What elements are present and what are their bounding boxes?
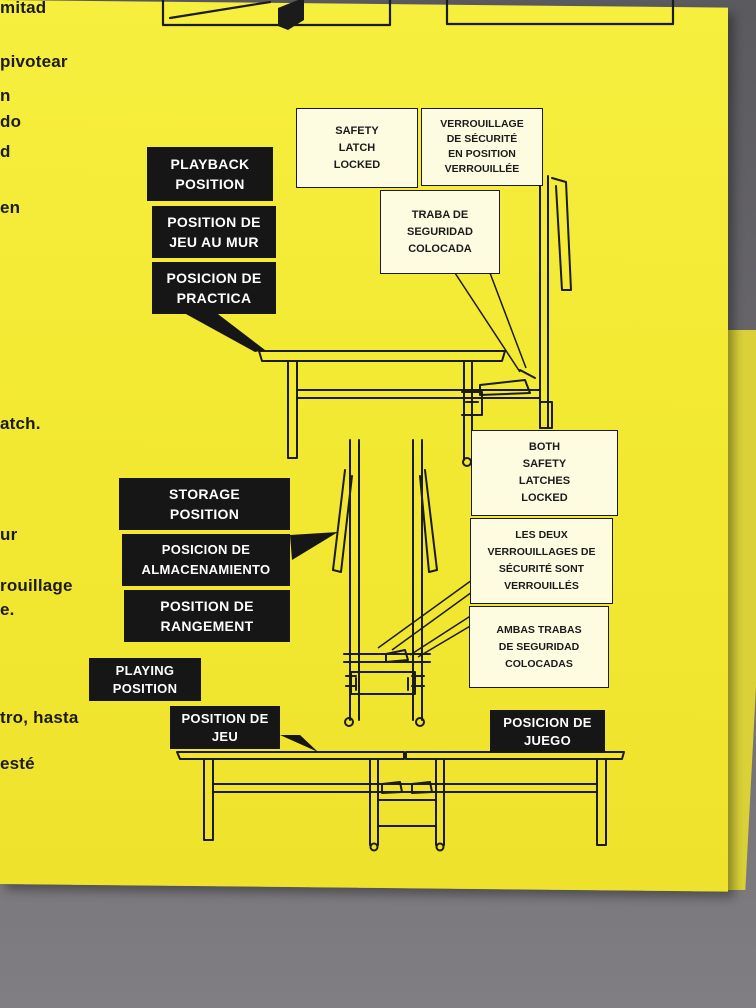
label-posicion-de-almacenamiento: POSICION DE ALMACENAMIENTO <box>122 534 290 586</box>
top-arrow-icon <box>278 0 304 30</box>
side-text-7: atch. <box>0 414 41 433</box>
label-position-de-jeu: POSITION DE JEU <box>170 706 280 749</box>
side-text-11: tro, hasta <box>0 708 79 727</box>
label-position-de-rangement: POSITION DE RANGEMENT <box>124 590 290 642</box>
label-posicion-de-juego: POSICION DE JUEGO <box>490 710 605 753</box>
top-panel-line <box>168 0 272 20</box>
label-both-safety-latches-locked: BOTH SAFETY LATCHES LOCKED <box>471 430 618 516</box>
label-les-deux-verrouillages: LES DEUX VERROUILLAGES DE SÉCURITÉ SONT … <box>470 518 613 604</box>
side-text-12: esté <box>0 754 35 773</box>
label-traba-de-seguridad: TRABA DE SEGURIDAD COLOCADA <box>380 190 500 274</box>
side-text-9: rouillage <box>0 576 73 595</box>
callout-lines <box>377 272 527 658</box>
side-text-5: d <box>0 142 11 161</box>
label-playing-position: PLAYING POSITION <box>89 658 201 701</box>
side-text-1: mitad <box>0 0 47 17</box>
label-position-de-jeu-au-mur: POSITION DE JEU AU MUR <box>152 206 276 258</box>
callout-pointers <box>175 308 338 752</box>
label-storage-position: STORAGE POSITION <box>119 478 290 530</box>
label-verrouillage-de-securite: VERROUILLAGE DE SÉCURITÉ EN POSITION VER… <box>421 108 543 186</box>
side-text-4: do <box>0 112 22 131</box>
storage-table <box>332 439 438 727</box>
label-playback-position: PLAYBACK POSITION <box>147 147 273 201</box>
playback-table <box>258 175 572 467</box>
side-text-6: en <box>0 198 21 217</box>
playing-table <box>176 751 625 852</box>
side-text-10: e. <box>0 600 15 619</box>
label-safety-latch-locked: SAFETY LATCH LOCKED <box>296 108 418 188</box>
label-ambas-trabas-de-seguridad: AMBAS TRABAS DE SEGURIDAD COLOCADAS <box>469 606 609 688</box>
label-posicion-de-practica: POSICION DE PRACTICA <box>152 262 276 314</box>
top-panel-right <box>445 0 675 26</box>
top-panel-left <box>161 0 392 27</box>
side-text-2: pivotear <box>0 52 68 71</box>
side-text-8: ur <box>0 525 18 544</box>
side-text-3: n <box>0 86 11 105</box>
